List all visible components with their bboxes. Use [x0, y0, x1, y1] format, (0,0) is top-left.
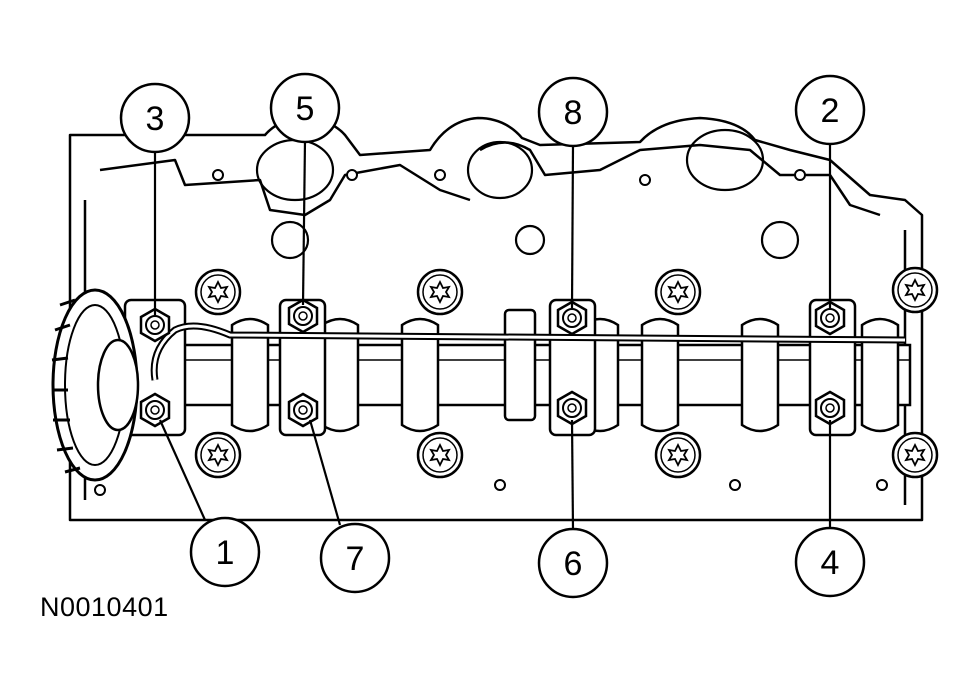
intake-ports	[255, 128, 800, 260]
callout-8: 8	[537, 76, 609, 148]
figure-reference-code: N0010401	[40, 592, 169, 622]
callout-7: 7	[319, 522, 391, 594]
svg-text:6: 6	[564, 545, 583, 583]
svg-text:3: 3	[146, 100, 165, 138]
svg-text:7: 7	[346, 540, 365, 578]
svg-text:2: 2	[821, 92, 840, 130]
callout-5: 5	[269, 72, 341, 144]
callout-1: 1	[189, 516, 261, 588]
callout-4: 4	[794, 526, 866, 598]
svg-text:1: 1	[216, 534, 235, 572]
svg-text:4: 4	[821, 544, 840, 582]
callout-6: 6	[537, 527, 609, 599]
svg-text:8: 8	[564, 94, 583, 132]
svg-text:5: 5	[296, 90, 315, 128]
timing-sprocket	[51, 288, 140, 482]
leader-lines	[153, 139, 832, 531]
callout-2: 2	[794, 74, 866, 146]
small-holes	[94, 169, 888, 496]
callout-3: 3	[119, 82, 191, 154]
